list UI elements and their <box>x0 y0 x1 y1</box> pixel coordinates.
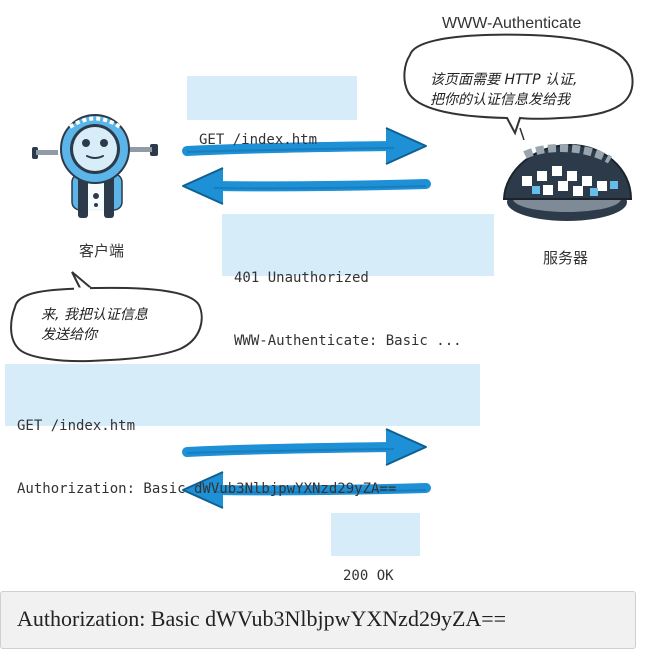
client-speech-text: 来, 我把认证信息 发送给你 <box>41 305 191 345</box>
authorization-header-footer: Authorization: Basic dWVub3NlbjpwYXNzd29… <box>0 591 636 649</box>
request-message-1-line-1: GET /index.htm <box>199 132 318 148</box>
response-2-arrow <box>182 471 431 509</box>
request-message-1: GET /index.htm <box>187 76 357 148</box>
client-speech-line-2: 发送给你 <box>41 327 97 343</box>
server-speech-line-2: 把你的认证信息发给我 <box>430 92 570 108</box>
request-message-2: GET /index.htm Authorization: Basic dWVu… <box>5 364 480 497</box>
server-label: 服务器 <box>543 249 589 267</box>
response-message-1-line-2: WWW-Authenticate: Basic ... <box>234 333 462 349</box>
request-message-2-line-1: GET /index.htm <box>17 418 136 434</box>
server-speech-text: 该页面需要 HTTP 认证, 把你的认证信息发给我 <box>430 70 615 110</box>
response-message-1: 401 Unauthorized WWW-Authenticate: Basic… <box>222 214 494 349</box>
request-message-2-line-2: Authorization: Basic dWVub3NlbjpwYXNzd29… <box>17 481 397 497</box>
server-robot <box>502 127 633 221</box>
server-bubble-shape <box>403 33 634 136</box>
server-speech-bubble <box>403 33 634 136</box>
request-1-arrow <box>182 127 427 165</box>
client-bubble-shape <box>10 286 203 363</box>
response-message-2-line-1: 200 OK <box>343 568 394 584</box>
response-message-1-line-1: 401 Unauthorized <box>234 270 369 286</box>
www-authenticate-header-label: WWW-Authenticate <box>442 15 582 32</box>
authorization-header-footer-text: Authorization: Basic dWVub3NlbjpwYXNzd29… <box>17 606 507 631</box>
client-speech-line-1: 来, 我把认证信息 <box>41 307 148 323</box>
response-1-arrow <box>182 167 431 205</box>
client-label: 客户端 <box>79 242 125 260</box>
response-message-2: 200 OK <box>331 513 420 584</box>
server-speech-line-1: 该页面需要 HTTP 认证, <box>430 72 578 88</box>
client-robot <box>32 114 158 218</box>
client-bubble-tail <box>71 271 92 289</box>
request-2-arrow <box>182 428 427 466</box>
client-speech-bubble <box>10 271 203 363</box>
